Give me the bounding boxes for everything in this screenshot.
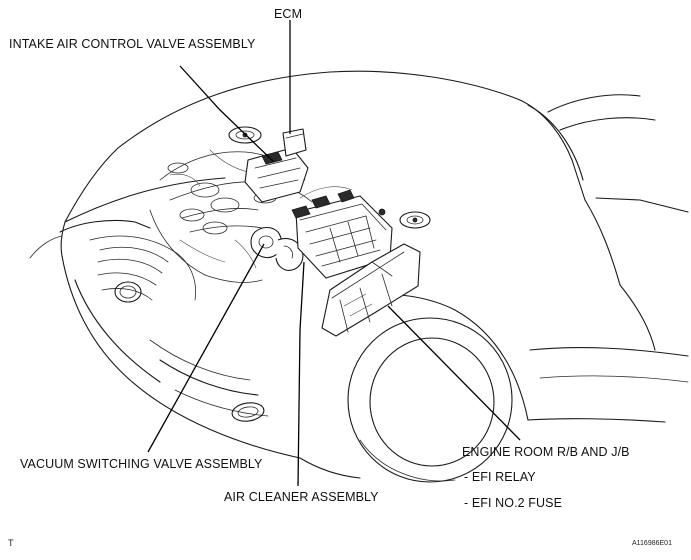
leader-engine-room-rb-jb [387,305,521,441]
label-efi-no2-fuse: - EFI NO.2 FUSE [464,496,563,510]
car-body-outline [29,70,689,483]
label-ecm: ECM [274,7,303,21]
label-engine-room-rb-jb: ENGINE ROOM R/B AND J/B [462,445,630,459]
leader-air-cleaner [297,261,305,487]
leader-vacuum-switching-valve [147,243,265,453]
figure-id-code: A116986E01 [632,540,672,547]
label-intake-air-control-valve-assembly: INTAKE AIR CONTROL VALVE ASSEMBLY [9,37,256,51]
label-vacuum-switching-valve-assembly: VACUUM SWITCHING VALVE ASSEMBLY [20,457,263,471]
engine-compartment [149,126,431,337]
leader-lines [147,20,521,487]
label-efi-relay: - EFI RELAY [464,470,536,484]
label-air-cleaner-assembly: AIR CLEANER ASSEMBLY [224,490,379,504]
corner-mark-t: T [8,538,14,548]
leader-intake-air-control-valve [179,65,275,163]
